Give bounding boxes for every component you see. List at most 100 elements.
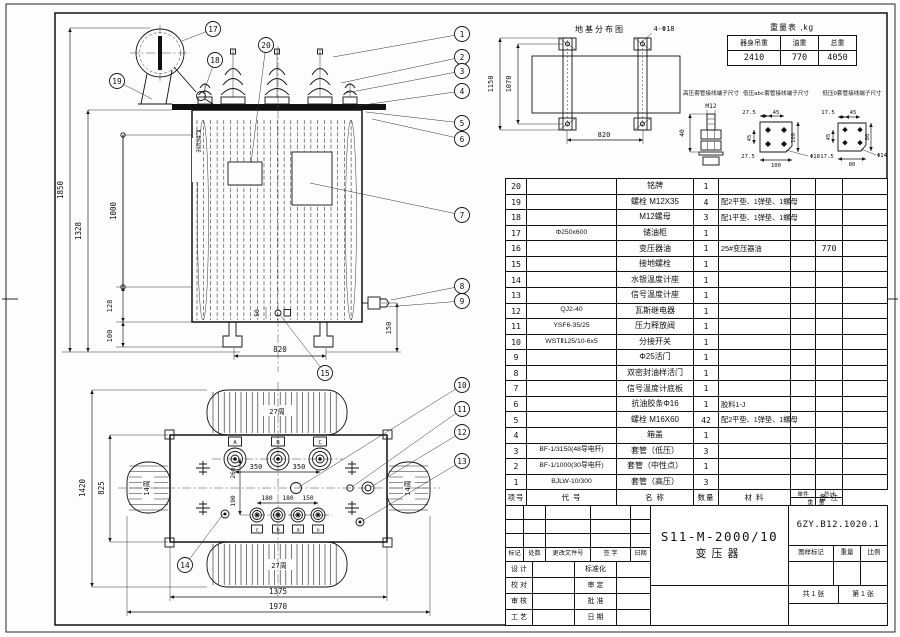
parts-name: 水银温度计座 [617,272,694,288]
dim-1850: 1850 [56,180,65,199]
parts-unit-weight [791,194,816,211]
sign-audit: 审 核 [506,594,533,610]
parts-notes [843,179,888,195]
dim-820-foundation: 820 [598,131,611,139]
nameplate [227,161,263,186]
parts-total-weight [816,225,843,242]
dim-150b: 150 [302,495,314,502]
oil-sampling-valve [367,296,381,310]
parts-item-no: 3 [506,443,527,460]
parts-item-no: 1 [506,474,527,491]
parts-qty: 3 [694,443,719,460]
oil-level-gauge [158,36,162,70]
sheet-total: 共 1 张 [789,586,839,604]
sign-check: 校 对 [506,578,533,594]
weight-table-title: 重量表 ,kg [770,23,814,32]
dim-1420: 1420 [78,478,87,497]
sign-approve: 批 准 [575,594,617,610]
parts-material: 配2平垫、1弹垫、1螺母 [719,412,798,428]
warning-text: 严禁起吊 [194,129,201,154]
dim-190: 190 [230,495,237,507]
parts-qty: 4 [694,194,719,211]
parts-notes [843,365,888,382]
parts-header-material: 材 料 [719,490,791,506]
parts-name: 信号温度计座 [617,287,694,304]
dim-abc-100a: 100 [791,133,797,143]
hv-phase-label: A [233,440,237,446]
parts-code [527,241,617,257]
parts-code: Φ250x600 [527,225,617,242]
product-model: S11-M-2000/10 [660,529,779,545]
parts-unit-weight [791,412,816,428]
dim-100: 100 [106,330,114,343]
parts-qty: 1 [694,428,719,444]
parts-name: 变压器油 [617,241,694,257]
parts-code [527,350,617,366]
callout-bubble [454,63,470,79]
parts-name: 螺栓 M16X60 [617,412,694,428]
parts-notes [843,303,888,320]
dim-350b: 350 [293,463,306,471]
callout-number: 12 [457,428,467,437]
parts-total-weight [816,334,843,351]
parts-code [527,256,617,273]
parts-item-no: 9 [506,350,527,366]
callout-number: 8 [460,282,465,291]
dim-abc-27a: 27.5 [742,110,755,116]
parts-item-no: 17 [506,225,527,242]
parts-material [719,428,791,444]
dim-o-45a: 45 [850,110,857,116]
parts-material [719,287,791,304]
parts-item-no: 20 [506,179,527,195]
sign-standard: 标准化 [575,562,617,578]
dim-350a: 350 [250,463,263,471]
parts-material [719,256,791,273]
stamp-header-scale: 比例 [861,546,888,562]
callout-bubble [454,115,470,131]
callout-number: 4 [460,87,465,96]
callout-bubble [177,557,193,573]
parts-material [719,334,791,351]
parts-header-notes: 备 注 [816,490,843,506]
lv-phase-label: o [316,528,319,534]
parts-notes [843,241,888,257]
parts-qty: 1 [694,241,719,257]
dim-150: 150 [385,322,393,335]
callout-number: 10 [457,381,467,390]
parts-header-name: 名 称 [617,490,694,506]
dim-825: 825 [97,481,106,495]
parts-name: 压力释放阀 [617,319,694,335]
tank-body [191,109,363,323]
parts-name: 双密封油样活门 [617,365,694,382]
hv-terminal-detail: 高压套管接线端子尺寸 M12 40 [679,89,739,166]
callout-bubble [454,424,470,440]
parts-item-no: 10 [506,334,527,351]
gas-relay [196,91,206,101]
bushings-front [197,48,358,105]
hv-stud-label: M12 [705,103,717,110]
parts-name: 接地螺栓 [617,256,694,273]
parts-unit-weight [791,319,816,335]
dim-40: 40 [679,129,686,137]
parts-code [527,396,617,413]
foundation-title: 地基分布图 [575,24,625,34]
parts-material [719,459,791,475]
dim-o-80a: 80 [865,134,871,141]
callout-number: 7 [460,211,465,220]
parts-qty: 1 [694,319,719,335]
parts-code [527,194,617,211]
parts-notes [843,412,888,428]
parts-name: Φ25活门 [617,350,694,366]
parts-header-code: 代 号 [527,490,617,506]
parts-notes [843,443,888,460]
foundation-plan: 地基分布图 1150 1070 820 4-Φ18 [487,24,681,144]
product-name: 变压器 [695,547,744,560]
parts-material [719,350,791,366]
parts-code: BJLW-10/300 [527,474,617,491]
parts-unit-weight [791,303,816,320]
parts-name: 螺栓 M12X35 [617,194,694,211]
dim-260: 260 [230,467,237,479]
dim-1070: 1070 [505,76,513,93]
abc-hole-label: Φ18 [810,154,821,160]
parts-total-weight [816,365,843,382]
